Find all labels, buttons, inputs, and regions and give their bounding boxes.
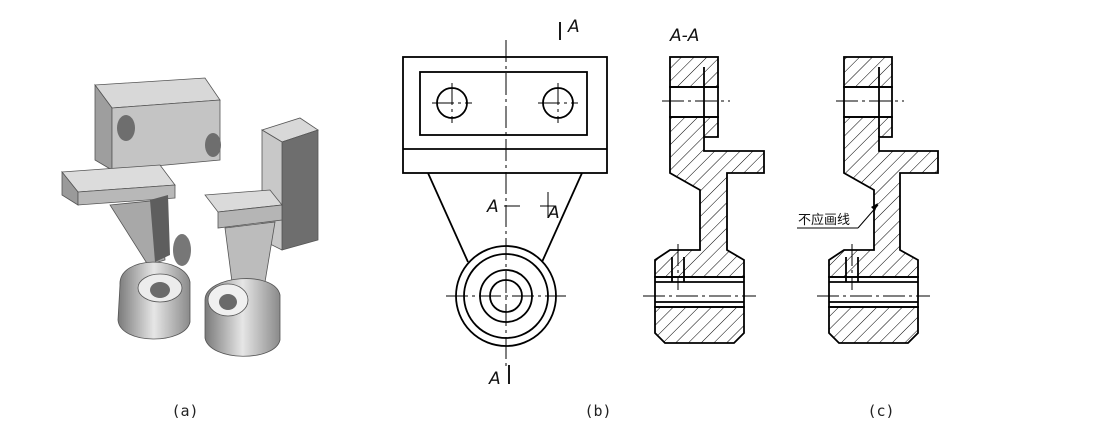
right-half-part [204, 117, 319, 357]
rib-left-edge [427, 172, 469, 263]
isometric-view [61, 77, 319, 357]
section-view-a-a [643, 56, 765, 344]
caption-c: (c) [867, 402, 894, 420]
section-body-c [828, 116, 939, 278]
annotation-text: 不应画线 [798, 212, 850, 228]
top-flange-upper-section [669, 56, 719, 88]
caption-a: (a) [171, 402, 198, 420]
left-half-part [61, 77, 221, 340]
cut-label-bottom: A [488, 369, 501, 389]
section-body [654, 116, 765, 278]
cut-label-top: A [567, 17, 580, 37]
inner-recess-outline [419, 71, 588, 136]
boss-lower-section [654, 306, 745, 344]
caption-b: (b) [584, 402, 611, 420]
section-label-right: A [547, 203, 560, 223]
section-title: A-A [669, 26, 699, 46]
rib-right-edge [541, 172, 583, 263]
front-view [402, 22, 608, 384]
top-block-outline [402, 56, 608, 174]
section-view-c [797, 56, 939, 344]
section-label-left: A [486, 197, 499, 217]
